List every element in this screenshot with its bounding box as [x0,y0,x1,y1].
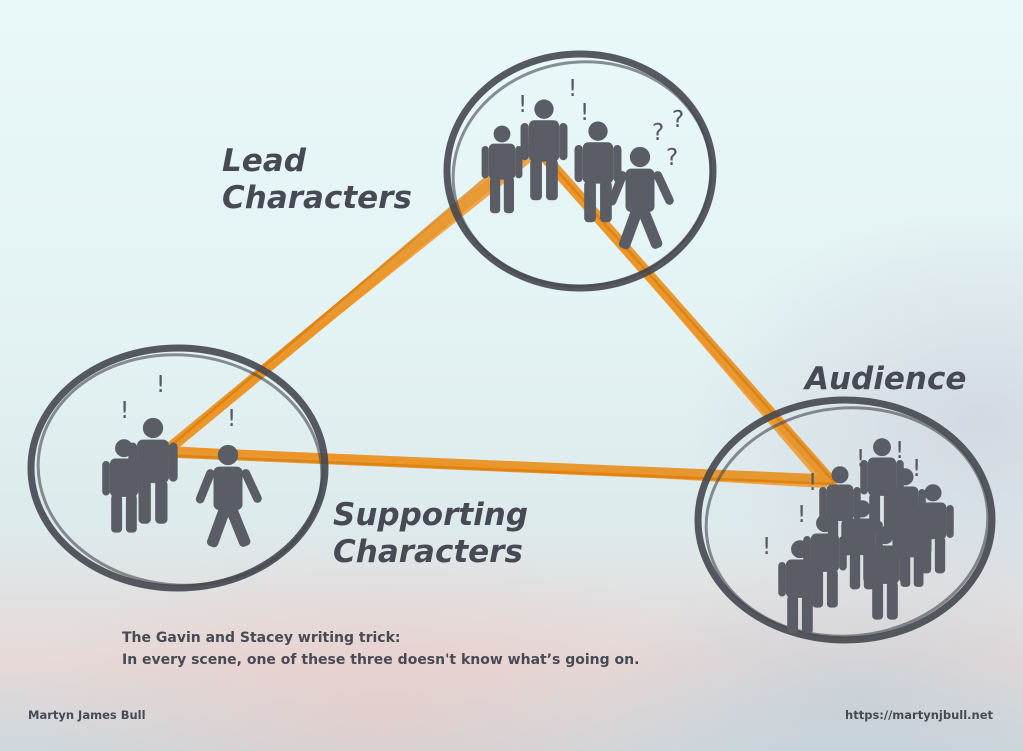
person-icon [574,121,622,223]
exclamation-mark: ! [808,470,817,496]
supporting-characters-label: Supporting Characters [333,497,528,570]
exclamation-mark: ! [856,446,865,472]
lead-circle [443,50,717,292]
exclamation-mark: ! [518,92,527,118]
exclamation-mark: ! [797,502,806,528]
caption: The Gavin and Stacey writing trick: In e… [122,627,639,671]
exclamation-mark: ! [580,100,589,126]
connection-triangle [158,138,838,488]
lead-label-line-1: Lead [222,143,306,179]
exclamation-mark: ! [156,372,165,398]
lead-label-line-2: Characters [222,179,412,216]
author-credit: Martyn James Bull [28,708,146,722]
question-mark: ? [672,107,684,133]
caption-line-1: The Gavin and Stacey writing trick: [122,630,401,646]
exclamation-mark: ! [227,406,236,432]
supporting-circle [27,344,329,592]
person-icon [481,125,523,214]
audience-figures [778,438,954,634]
lead-characters-label: Lead Characters [222,143,412,216]
exclamation-mark: ! [120,398,129,424]
person-icon [520,99,568,201]
question-mark: ? [666,145,678,171]
question-mark: ? [652,120,664,146]
caption-line-2: In every scene, one of these three doesn… [122,652,640,668]
supporting-label-line-1: Supporting [333,497,529,533]
exclamation-mark: ! [762,534,771,560]
website-link[interactable]: https://martynjbull.net [845,708,993,722]
audience-circle [694,396,996,644]
audience-label: Audience [805,361,967,397]
exclamation-mark: ! [912,456,921,482]
lead-characters-figures [481,99,676,251]
exclamation-mark: ! [895,438,904,464]
supporting-label-line-2: Characters [333,533,523,570]
exclamation-mark: ! [568,76,577,102]
